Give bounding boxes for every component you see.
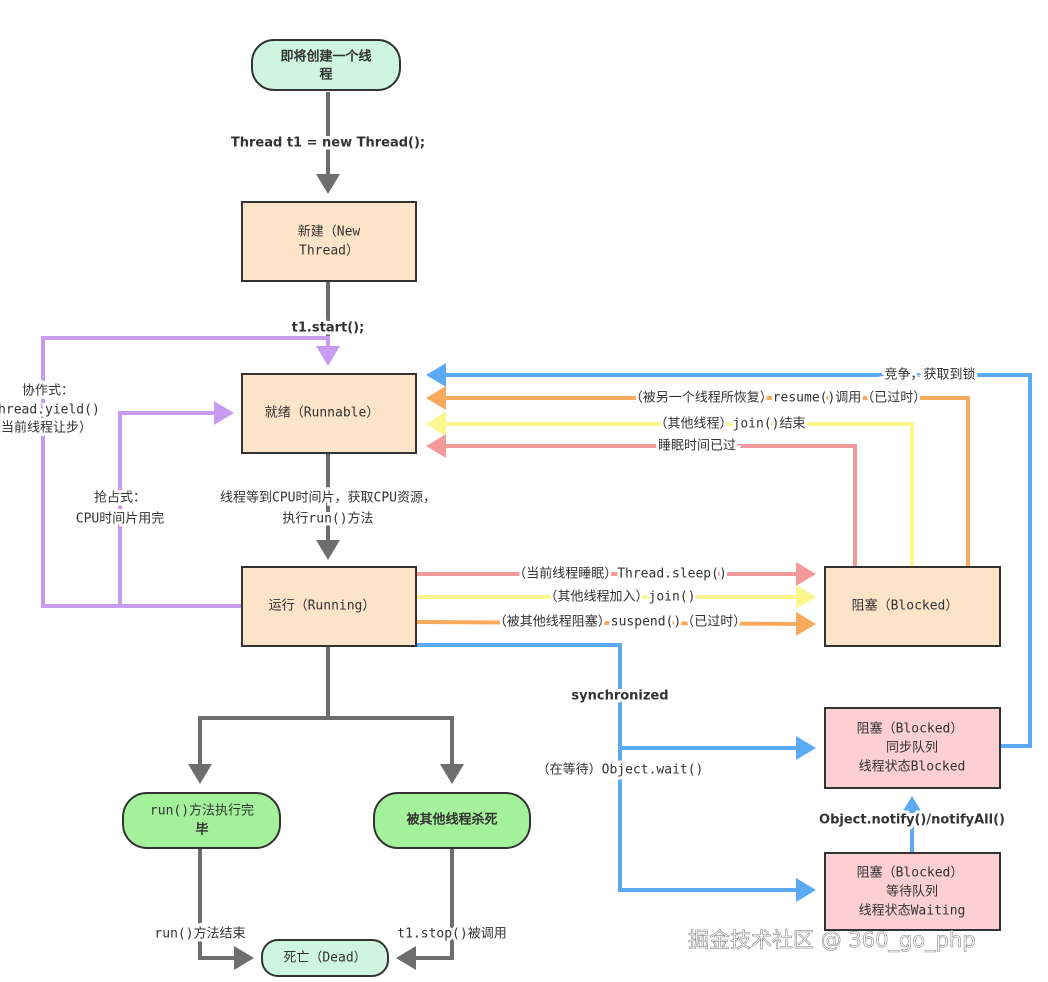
join-end-arrow bbox=[426, 412, 914, 567]
resume-arrow bbox=[426, 386, 970, 567]
finish-left-arrow bbox=[188, 646, 330, 784]
svg-text:死亡（Dead）: 死亡（Dead） bbox=[283, 951, 366, 966]
label-stop: t1.stop()被调用 bbox=[397, 927, 506, 942]
node-new: 新建（New Thread） bbox=[241, 201, 417, 282]
svg-text:被其他线程杀死: 被其他线程杀死 bbox=[405, 812, 497, 828]
sleep-over-arrow bbox=[426, 434, 857, 567]
svg-text:新建（New: 新建（New bbox=[298, 224, 361, 240]
node-start: 即将创建一个线 程 bbox=[251, 39, 401, 91]
wait-arrow bbox=[618, 748, 816, 902]
svg-text:阻塞（Blocked）: 阻塞（Blocked） bbox=[852, 598, 959, 614]
node-dead: 死亡（Dead） bbox=[261, 939, 389, 977]
label-suspend: （被其他线程阻塞）suspend()（已过时） bbox=[494, 614, 746, 630]
node-sync-queue: 阻塞（Blocked） 同步队列 线程状态Blocked bbox=[824, 707, 1001, 789]
label-join-end: （其他线程）join()结束 bbox=[655, 417, 806, 432]
label-preemptive-1: 抢占式： bbox=[94, 490, 146, 506]
label-run-end: run()方法结束 bbox=[154, 926, 245, 942]
label-preemptive-2: CPU时间片用完 bbox=[76, 512, 164, 527]
label-join: （其他线程加入）join() bbox=[545, 590, 696, 605]
label-get-cpu-1: 线程等到CPU时间片，获取CPU资源， bbox=[220, 490, 436, 506]
label-notify: Object.notify()/notifyAll() bbox=[819, 813, 1005, 828]
label-cooperative-2: Thread.yield() bbox=[0, 403, 100, 418]
svg-text:即将创建一个线: 即将创建一个线 bbox=[280, 49, 371, 65]
svg-text:阻塞（Blocked）: 阻塞（Blocked） bbox=[857, 865, 964, 881]
label-sleep: （当前线程睡眠）Thread.sleep() bbox=[513, 566, 727, 582]
svg-text:同步队列: 同步队列 bbox=[886, 741, 938, 756]
label-resume: （被另一个线程所恢复）resume()调用（已过时） bbox=[630, 391, 927, 406]
finish-right-arrow bbox=[328, 716, 464, 784]
svg-text:Thread）: Thread） bbox=[299, 244, 359, 259]
label-wait: （在等待）Object.wait() bbox=[537, 762, 704, 778]
run-end-arrow bbox=[198, 848, 254, 970]
svg-text:程: 程 bbox=[319, 68, 332, 83]
node-running: 运行（Running） bbox=[241, 566, 417, 647]
node-run-done: run()方法执行完 毕 bbox=[122, 792, 281, 849]
cooperative-arrow bbox=[41, 336, 340, 608]
suspend-arrow bbox=[415, 611, 816, 636]
node-runnable: 就绪（Runnable） bbox=[241, 373, 417, 454]
label-create: Thread t1 = new Thread(); bbox=[231, 136, 425, 151]
svg-text:运行（Running）: 运行（Running） bbox=[269, 599, 376, 614]
watermark: 掘金技术社区 @ 360_go_php bbox=[688, 928, 976, 953]
svg-text:毕: 毕 bbox=[195, 822, 208, 838]
label-compete: 竞争，获取到锁 bbox=[884, 367, 975, 383]
label-start: t1.start(); bbox=[292, 321, 365, 336]
stop-arrow bbox=[396, 848, 454, 970]
svg-text:就绪（Runnable）: 就绪（Runnable） bbox=[265, 406, 380, 421]
label-synchronized: synchronized bbox=[571, 689, 668, 704]
svg-text:run()方法执行完: run()方法执行完 bbox=[150, 803, 254, 819]
synchronized-arrow bbox=[416, 643, 816, 760]
svg-text:等待队列: 等待队列 bbox=[886, 884, 938, 900]
node-blocked: 阻塞（Blocked） bbox=[824, 566, 1001, 647]
label-get-cpu-2: 执行run()方法 bbox=[282, 511, 373, 527]
compete-arrow bbox=[426, 363, 1032, 748]
label-cooperative-1: 协作式： bbox=[22, 384, 74, 399]
preemptive-arrow bbox=[118, 401, 234, 606]
label-cooperative-3: （当前线程让步） bbox=[0, 420, 92, 436]
node-killed: 被其他线程杀死 bbox=[373, 792, 531, 849]
svg-text:线程状态Blocked: 线程状态Blocked bbox=[859, 760, 966, 775]
svg-text:阻塞（Blocked）: 阻塞（Blocked） bbox=[857, 721, 964, 737]
node-wait-queue: 阻塞（Blocked） 等待队列 线程状态Waiting bbox=[824, 852, 1001, 931]
label-sleep-over: 睡眠时间已过 bbox=[658, 439, 736, 454]
svg-text:线程状态Waiting: 线程状态Waiting bbox=[859, 904, 966, 919]
